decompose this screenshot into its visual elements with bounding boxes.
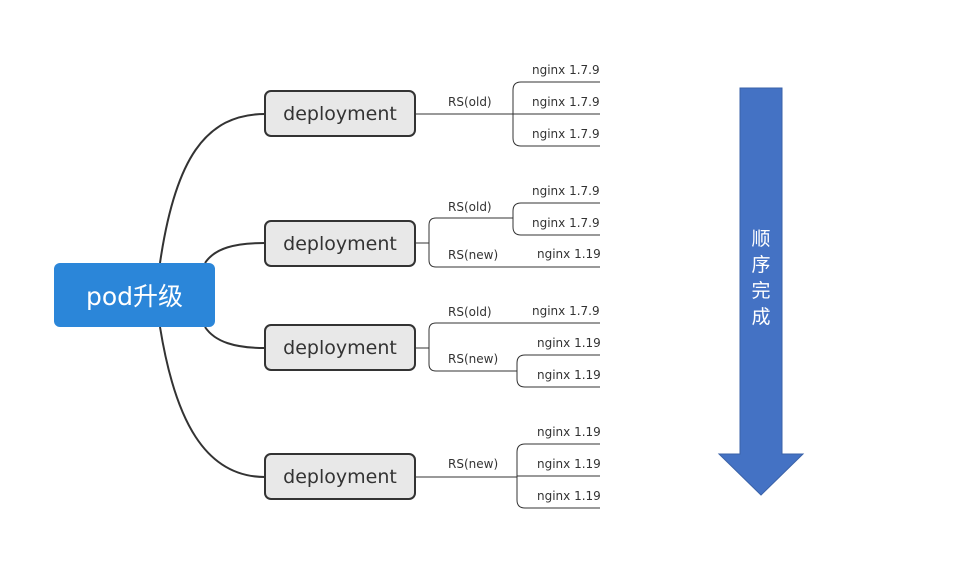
pod-label: nginx 1.19 — [537, 489, 601, 503]
deployment-label: deployment — [283, 336, 397, 359]
bracket-dep3-rs — [428, 322, 600, 372]
rs-label: RS(old) — [448, 305, 492, 319]
bracket-dep2-old-pods — [512, 202, 600, 236]
sequence-arrow — [717, 87, 805, 496]
connector-root-deployment-2 — [204, 242, 266, 264]
deployment-label: deployment — [283, 232, 397, 255]
pod-label: nginx 1.7.9 — [532, 184, 600, 198]
rs-label: RS(new) — [448, 457, 499, 471]
deployment-label: deployment — [283, 465, 397, 488]
deployment-node-2: deployment — [264, 220, 416, 267]
deployment-node-3: deployment — [264, 324, 416, 371]
pod-label: nginx 1.19 — [537, 336, 601, 350]
deployment-label: deployment — [283, 102, 397, 125]
sequence-arrow-label: 顺 序 完 成 — [740, 226, 782, 330]
root-connectors — [159, 113, 266, 478]
rs-label: RS(old) — [448, 95, 492, 109]
arrow-char: 顺 — [751, 228, 771, 250]
pod-label: nginx 1.19 — [537, 368, 601, 382]
root-node-label: pod升级 — [85, 282, 184, 311]
pod-label: nginx 1.7.9 — [532, 216, 600, 230]
deployment-node-1: deployment — [264, 90, 416, 137]
pod-label: nginx 1.7.9 — [532, 304, 600, 318]
arrow-char: 序 — [751, 254, 771, 276]
rs-label: RS(new) — [448, 248, 499, 262]
connector-root-deployment-4 — [159, 326, 266, 478]
connector-root-deployment-3 — [204, 326, 266, 349]
pod-label: nginx 1.7.9 — [532, 63, 600, 77]
arrow-char: 完 — [751, 280, 771, 302]
rs-connectors — [416, 81, 600, 509]
connector-root-deployment-1 — [159, 113, 266, 264]
root-node: pod升级 — [54, 263, 215, 327]
arrow-char: 成 — [751, 306, 771, 328]
pod-label: nginx 1.7.9 — [532, 95, 600, 109]
pod-label: nginx 1.7.9 — [532, 127, 600, 141]
pod-label: nginx 1.19 — [537, 457, 601, 471]
bracket-dep3-new-pods — [516, 354, 600, 388]
deployment-node-4: deployment — [264, 453, 416, 500]
rs-label: RS(old) — [448, 200, 492, 214]
pod-label: nginx 1.19 — [537, 247, 601, 261]
pod-label: nginx 1.19 — [537, 425, 601, 439]
rs-label: RS(new) — [448, 352, 499, 366]
